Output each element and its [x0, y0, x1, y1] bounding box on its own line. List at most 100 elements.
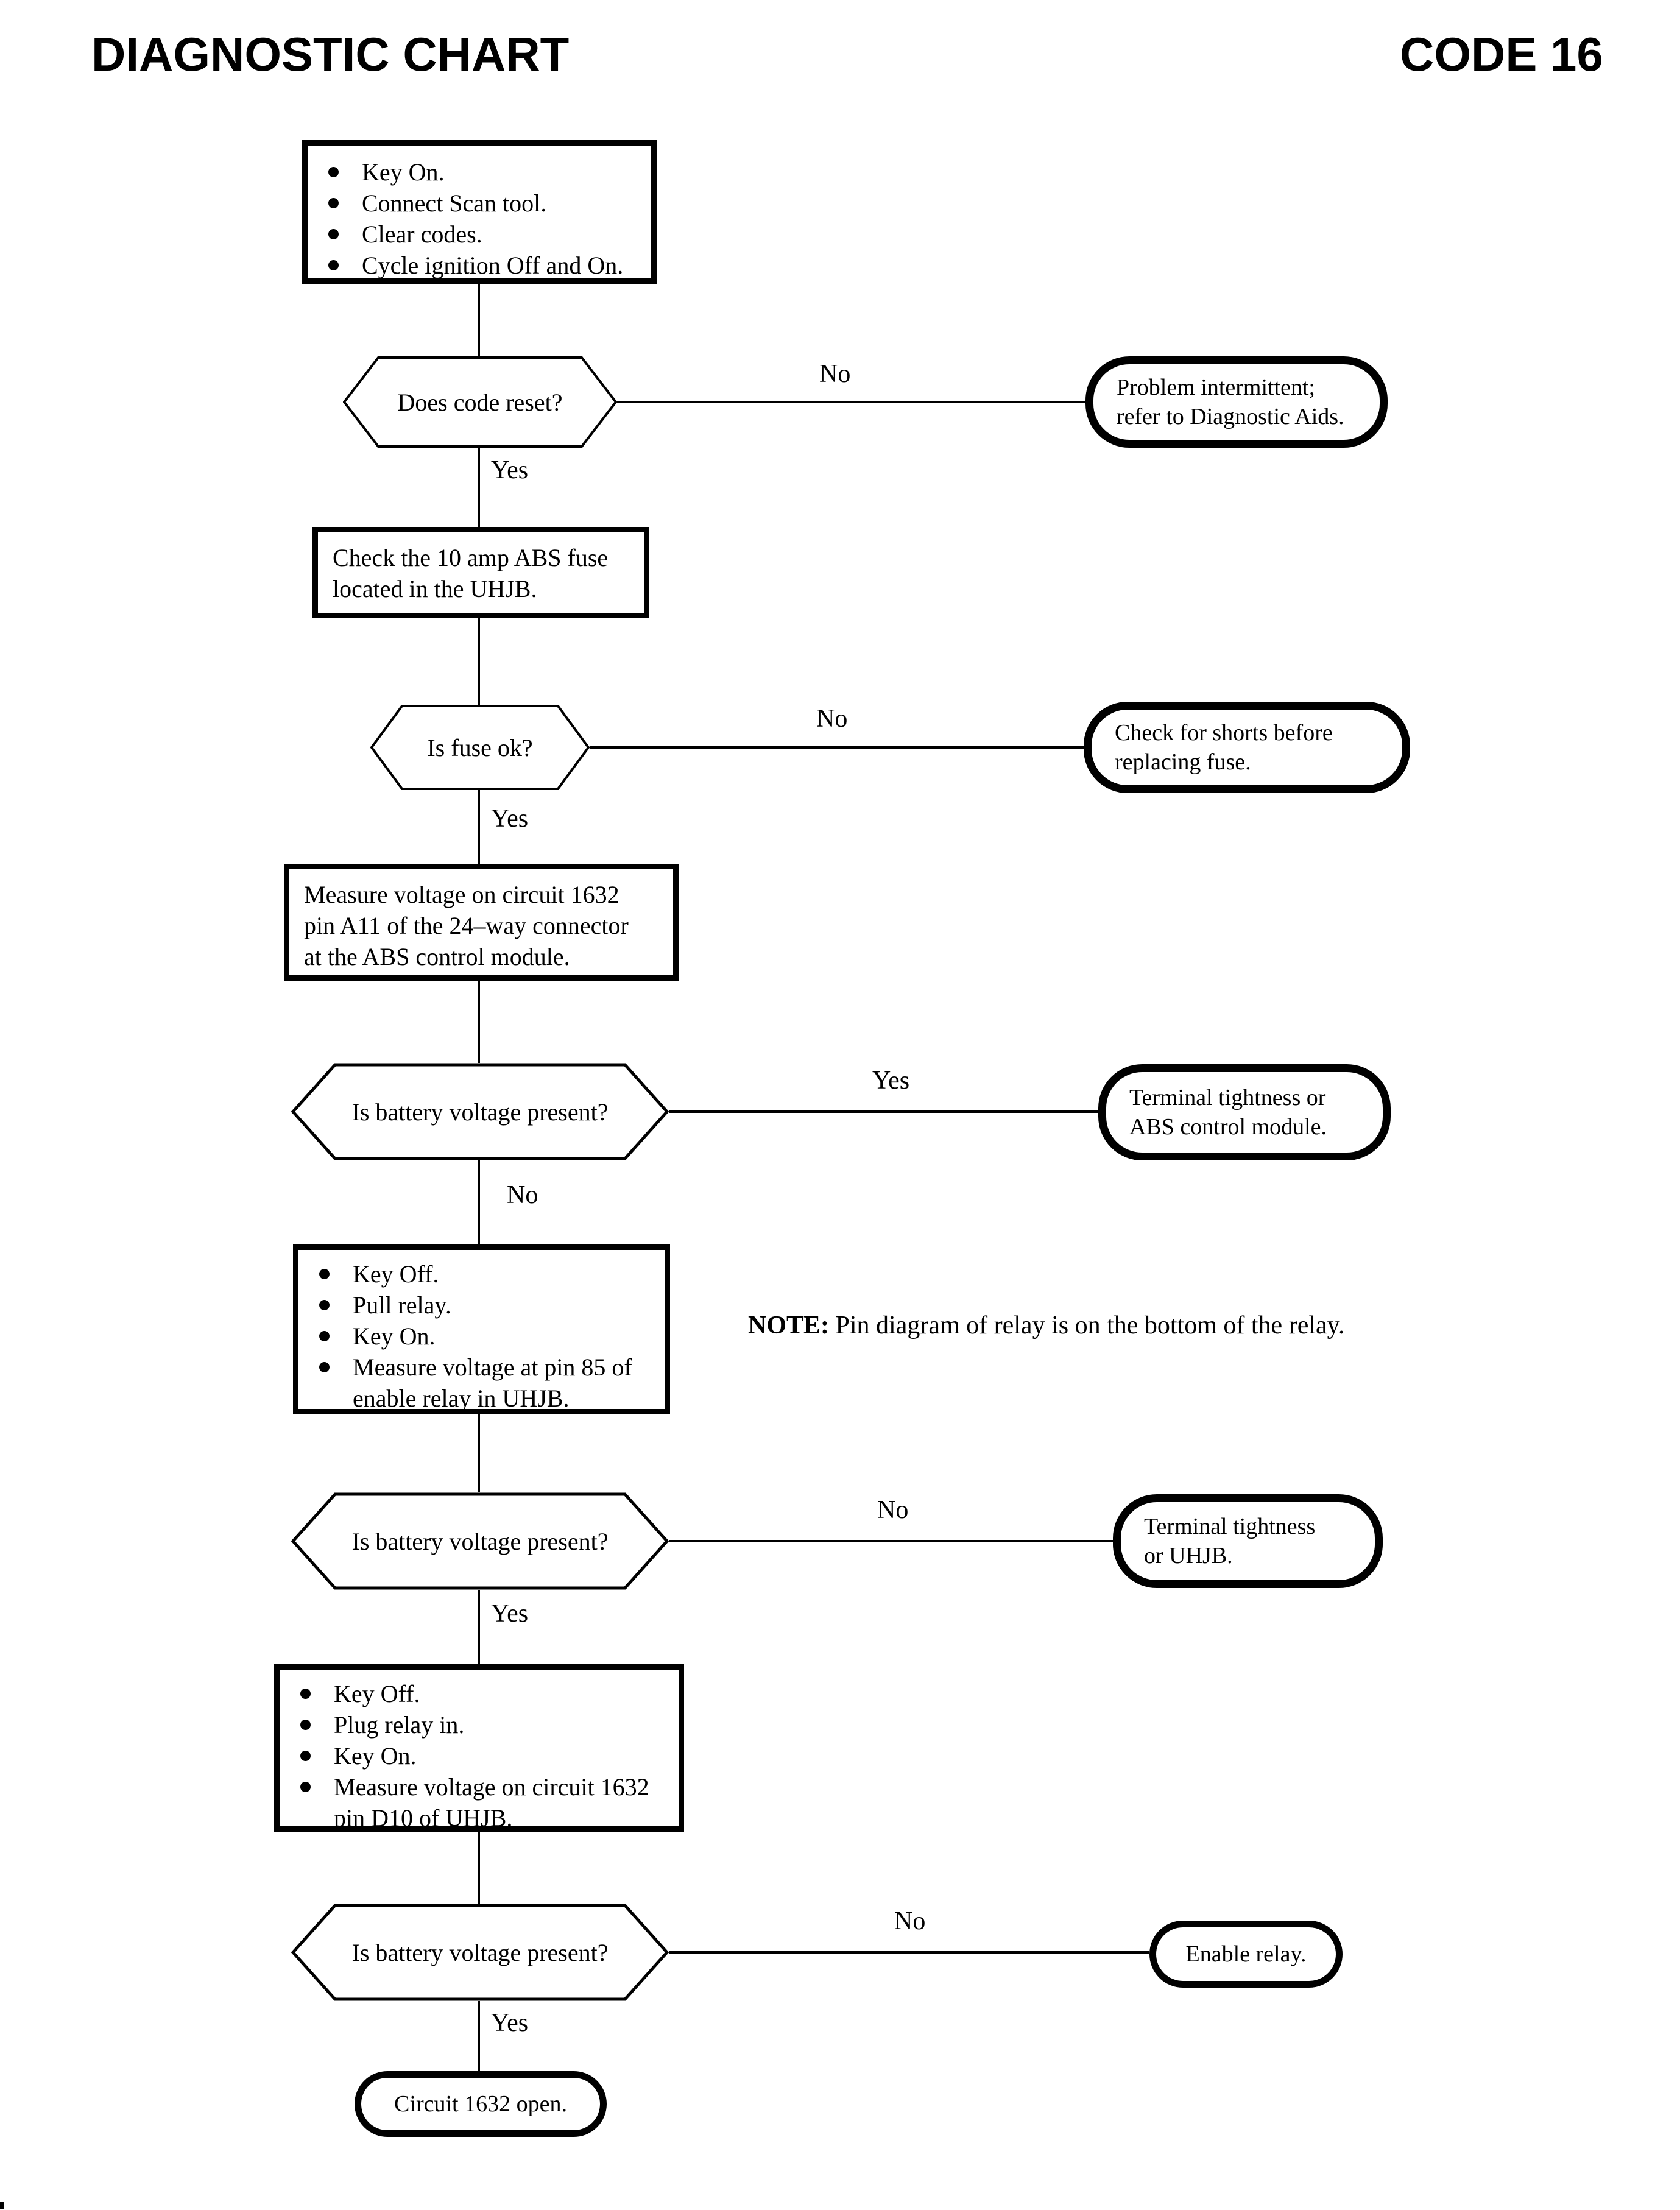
page-title: DIAGNOSTIC CHART — [91, 27, 570, 81]
bullet-icon — [300, 1689, 311, 1699]
list-item: Key Off. — [319, 1259, 660, 1290]
scan-artifact — [0, 2202, 4, 2209]
edge-label-yes: Yes — [491, 2009, 529, 2037]
list-item: Key On. — [300, 1740, 674, 1771]
list-item-text: Connect Scan tool. — [362, 189, 547, 217]
connector-line — [478, 618, 480, 705]
terminal-enable-relay: Enable relay. — [1149, 1921, 1343, 1988]
terminal-text: or UHJB. — [1144, 1543, 1233, 1569]
edge-label-no: No — [816, 705, 848, 733]
decision-label: Is battery voltage present? — [351, 1098, 609, 1126]
note-text: NOTE: Pin diagram of relay is on the bot… — [748, 1311, 1344, 1340]
decision-label: Is battery voltage present? — [351, 1938, 609, 1966]
connector-line — [478, 981, 480, 1063]
list-item: Pull relay. — [319, 1290, 660, 1321]
terminal-tightness-abs: Terminal tightness or ABS control module… — [1098, 1064, 1391, 1160]
edge-label-yes: Yes — [491, 1600, 529, 1628]
connector-line — [590, 746, 1084, 749]
process-text: Check the 10 amp ABS fuse — [333, 544, 609, 571]
list-item-text: Key Off. — [353, 1260, 439, 1288]
list-item: Key On. — [319, 1321, 660, 1352]
process-box-check-fuse: Check the 10 amp ABS fuse located in the… — [312, 527, 649, 618]
decision-battery-voltage-3: Is battery voltage present? — [291, 1904, 669, 2001]
connector-line — [478, 2001, 480, 2071]
list-item-text: Measure voltage at pin 85 of — [353, 1354, 632, 1381]
edge-label-yes: Yes — [872, 1067, 910, 1095]
list-item-text: Key On. — [353, 1322, 436, 1350]
list-item-text: Clear codes. — [362, 221, 482, 248]
terminal-text: Enable relay. — [1185, 1941, 1307, 1967]
connector-line — [478, 1160, 480, 1244]
note-body: Pin diagram of relay is on the bottom of… — [835, 1312, 1345, 1340]
terminal-text: Check for shorts before — [1115, 720, 1333, 746]
list-item-text: Pull relay. — [353, 1291, 451, 1319]
edge-label-no: No — [894, 1907, 926, 1935]
terminal-text: refer to Diagnostic Aids. — [1117, 404, 1344, 429]
bullet-icon — [319, 1300, 330, 1310]
connector-line — [478, 1832, 480, 1904]
terminal-text: replacing fuse. — [1115, 749, 1251, 775]
decision-battery-voltage-2: Is battery voltage present? — [291, 1492, 669, 1590]
bullet-icon — [328, 260, 339, 270]
bullet-icon — [319, 1331, 330, 1341]
terminal-text: Problem intermittent; — [1117, 375, 1316, 400]
terminal-circuit-open: Circuit 1632 open. — [355, 2071, 607, 2137]
process-box-pull-relay: Key Off. Pull relay. Key On. Measure vol… — [293, 1244, 670, 1414]
list-item-text: Plug relay in. — [334, 1711, 465, 1739]
list-item: Plug relay in. — [300, 1709, 674, 1740]
edge-label-no: No — [819, 360, 851, 388]
note-prefix: NOTE: — [748, 1312, 830, 1340]
list-item: Clear codes. — [328, 219, 646, 250]
connector-line — [478, 1414, 480, 1492]
bullet-icon — [319, 1269, 330, 1279]
edge-label-yes: Yes — [491, 805, 529, 833]
bullet-icon — [328, 167, 339, 177]
connector-line — [669, 1110, 1098, 1113]
bullet-icon — [300, 1782, 311, 1792]
list-item: Cycle ignition Off and On. — [328, 250, 646, 281]
process-text: at the ABS control module. — [304, 943, 570, 970]
terminal-tightness-uhjb: Terminal tightness or UHJB. — [1113, 1494, 1383, 1588]
connector-line — [478, 790, 480, 864]
decision-label: Is battery voltage present? — [351, 1527, 609, 1555]
edge-label-no: No — [507, 1181, 538, 1209]
list-item: Measure voltage at pin 85 of enable rela… — [319, 1352, 660, 1414]
list-item-text: Measure voltage on circuit 1632 — [334, 1773, 649, 1801]
decision-label: Is fuse ok? — [427, 733, 533, 761]
bullet-icon — [319, 1362, 330, 1372]
list-item-text: enable relay in UHJB. — [353, 1385, 570, 1412]
terminal-text: Terminal tightness or — [1129, 1085, 1326, 1110]
code-label: CODE 16 — [1400, 27, 1603, 81]
process-text: located in the UHJB. — [333, 575, 537, 602]
connector-line — [617, 401, 1085, 403]
terminal-problem-intermittent: Problem intermittent; refer to Diagnosti… — [1085, 356, 1388, 448]
decision-label: Does code reset? — [397, 388, 563, 416]
process-box-plug-relay: Key Off. Plug relay in. Key On. Measure … — [274, 1664, 684, 1832]
terminal-text: Circuit 1632 open. — [394, 2091, 567, 2117]
list-item: Key Off. — [300, 1678, 674, 1709]
connector-line — [478, 284, 480, 356]
process-text: Measure voltage on circuit 1632 — [304, 881, 619, 908]
list-item: Connect Scan tool. — [328, 188, 646, 219]
terminal-text: ABS control module. — [1129, 1114, 1327, 1140]
connector-line — [669, 1951, 1149, 1954]
list-item-text: Key On. — [334, 1742, 417, 1770]
list-item: Key On. — [328, 157, 646, 188]
decision-is-fuse-ok: Is fuse ok? — [370, 705, 590, 790]
list-item-text: Cycle ignition Off and On. — [362, 252, 624, 279]
decision-does-code-reset: Does code reset? — [343, 356, 617, 448]
terminal-text: Terminal tightness — [1144, 1514, 1316, 1539]
edge-label-no: No — [877, 1496, 909, 1524]
bullet-icon — [300, 1720, 311, 1730]
bullet-icon — [328, 198, 339, 208]
bullet-icon — [300, 1751, 311, 1761]
process-box-initial-steps: Key On. Connect Scan tool. Clear codes. … — [302, 140, 657, 284]
process-box-measure-a11: Measure voltage on circuit 1632 pin A11 … — [284, 864, 679, 981]
list-item-text: Key On. — [362, 158, 445, 186]
connector-line — [669, 1540, 1113, 1542]
connector-line — [478, 1590, 480, 1664]
list-item: Measure voltage on circuit 1632 pin D10 … — [300, 1771, 674, 1834]
list-item-text: Key Off. — [334, 1680, 420, 1707]
edge-label-yes: Yes — [491, 456, 529, 484]
list-item-text: pin D10 of UHJB. — [334, 1804, 513, 1832]
